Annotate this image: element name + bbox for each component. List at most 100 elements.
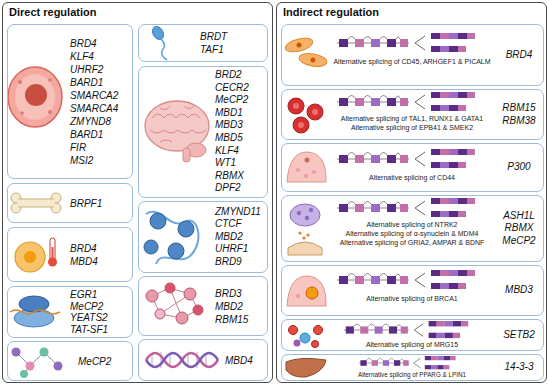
- gene-name: MBD4: [70, 255, 98, 268]
- text-group: BRPF1: [70, 197, 102, 210]
- ribosome-icon: [10, 296, 60, 327]
- splicing-note: Alternative splicing of NTRK2: [331, 220, 493, 229]
- splicing-diagram: [344, 321, 468, 338]
- gene-box: MeCP2: [7, 341, 133, 381]
- text-group: Alternative splicing of PPARG & LPIN1: [331, 371, 493, 379]
- gene-name: TAT-SF1: [70, 324, 108, 336]
- gene-name: P300: [497, 161, 541, 174]
- gene-name: MSI2: [70, 154, 118, 167]
- text-group: MBD4: [225, 354, 253, 367]
- gene-box: Alternative splicing of TAL1, RUNX1 & GA…: [281, 89, 544, 140]
- gene-box: EGR1MeCP2YEATS2TAT-SF1: [7, 286, 133, 338]
- text-group: ASH1LRBMXMeCP2: [497, 210, 541, 248]
- blood-cells-icon: [289, 326, 323, 348]
- gene-name: BRD3: [215, 287, 248, 300]
- gene-name: MeCP2: [78, 355, 111, 368]
- gene-name: MBD5: [215, 132, 249, 145]
- breast-tumor-icon: [287, 276, 326, 306]
- gene-name: KLF4: [215, 145, 249, 158]
- splicing-note: Alternative splicing of MRG15: [331, 340, 493, 349]
- gene-name: BRD4: [70, 37, 118, 50]
- panel: Direct regulationBRD4KLF4UHRF2BARD1SMARC…: [2, 2, 273, 383]
- gene-name: ASH1L: [497, 210, 541, 223]
- gene-name: CTCF: [215, 218, 261, 231]
- text-group: P300: [497, 161, 541, 174]
- gene-name: TAF1: [200, 43, 227, 56]
- gene-name: MBD4: [225, 354, 253, 367]
- sperm-icon: [150, 24, 167, 60]
- gene-name: MeCP2: [497, 235, 541, 248]
- gene-name: YEATS2: [70, 312, 108, 324]
- panel: Indirect regulationAlternative splicing …: [276, 2, 547, 383]
- bone-icon: [11, 193, 61, 213]
- splicing-diagram: [337, 33, 475, 52]
- cell-cluster-icon: [146, 283, 203, 324]
- text-group: Alternative splicing of MRG15: [331, 340, 493, 349]
- text-group: Indirect regulation: [283, 6, 379, 18]
- gene-box: BRD2CECR2MeCP2MBD1MBD3MBD5KLF4WT1RBMXDPF…: [138, 66, 268, 198]
- splicing-note: Alternative splicing of CD44: [331, 173, 493, 182]
- text-group: Alternative splicing of BRCA1: [331, 294, 493, 303]
- panel-title: Indirect regulation: [283, 6, 379, 18]
- breast-icon: [287, 152, 326, 182]
- gene-box: Alternative splicing of MRG15 SETB2: [281, 319, 544, 351]
- gene-box: Alternative splicing of CD44 P300: [281, 143, 544, 192]
- gene-box: MBD4: [138, 339, 268, 381]
- gene-name: RBM15: [497, 102, 541, 115]
- gene-name: MBD3: [497, 284, 541, 297]
- splicing-note: Alternative splicing of EPB41 & SMEK2: [331, 123, 493, 132]
- gene-name: RBMX: [497, 222, 541, 235]
- text-group: Direct regulation: [9, 6, 96, 18]
- text-group: BRD2CECR2MeCP2MBD1MBD3MBD5KLF4WT1RBMXDPF…: [215, 69, 249, 195]
- gene-name: FIR: [70, 141, 118, 154]
- gene-name: MBD2: [215, 231, 261, 244]
- gene-name: ZMYND11: [215, 206, 261, 219]
- splicing-diagram: [337, 149, 475, 168]
- synapse-icon: [288, 204, 322, 255]
- splicing-diagram: [337, 270, 475, 289]
- gene-name: BRD4: [70, 242, 98, 255]
- text-group: MBD3: [497, 284, 541, 297]
- text-group: ZMYND11CTCFMBD2UHRF1BRD9: [215, 206, 261, 269]
- gene-box: BRPF1: [7, 183, 133, 223]
- splicing-diagram: [337, 92, 475, 111]
- cell-icon: [8, 67, 62, 127]
- gene-name: BRD9: [215, 256, 261, 269]
- text-group: EGR1MeCP2YEATS2TAT-SF1: [70, 289, 108, 335]
- gene-name: SETB2: [497, 329, 541, 342]
- text-group: RBM15RBM38: [497, 102, 541, 127]
- gene-name: SMARCA2: [70, 89, 118, 102]
- dna-icon: [146, 352, 218, 368]
- text-group: Alternative splicing of CD45, ARHGEF1 & …: [331, 57, 493, 66]
- gene-box: Alternative splicing of BRCA1 MBD3: [281, 265, 544, 316]
- splicing-diagram: [337, 198, 475, 217]
- text-group: Alternative splicing of CD44: [331, 173, 493, 182]
- gene-name: DPF2: [215, 182, 249, 195]
- gene-box: BRD4KLF4UHRF2BARD1SMARCA2SMARCA4ZMYND8BA…: [7, 24, 133, 179]
- gene-name: RBM15: [215, 313, 248, 326]
- gene-box: Alternative splicing of CD45, ARHGEF1 & …: [281, 24, 544, 86]
- gene-name: UHRF2: [70, 63, 118, 76]
- splicing-note: Alternative splicing of α-synuclein & MD…: [331, 229, 493, 238]
- gene-name: MBD1: [215, 107, 249, 120]
- gene-name: CECR2: [215, 82, 249, 95]
- egg-thermometer-icon: [15, 238, 57, 272]
- gene-name: BARD1: [70, 76, 118, 89]
- cell-network-icon: [12, 348, 63, 379]
- gene-name: BRD2: [215, 69, 249, 82]
- panel-title: Direct regulation: [9, 6, 96, 18]
- text-group: Alternative splicing of NTRK2Alternative…: [331, 220, 493, 247]
- gene-name: MeCP2: [215, 94, 249, 107]
- gene-name: RBMX: [215, 170, 249, 183]
- gene-box: BRDTTAF1: [138, 24, 268, 62]
- text-group: MeCP2: [78, 355, 111, 368]
- gene-name: MBD2: [215, 300, 248, 313]
- splicing-diagram: [359, 356, 456, 369]
- gene-name: BRDT: [200, 30, 227, 43]
- gene-name: SMARCA4: [70, 102, 118, 115]
- brain-icon: [145, 101, 209, 162]
- gene-name: MBD3: [215, 119, 249, 132]
- text-group: BRDTTAF1: [200, 30, 227, 56]
- text-group: 14-3-3: [497, 361, 541, 374]
- chromatin-icon: [144, 212, 198, 264]
